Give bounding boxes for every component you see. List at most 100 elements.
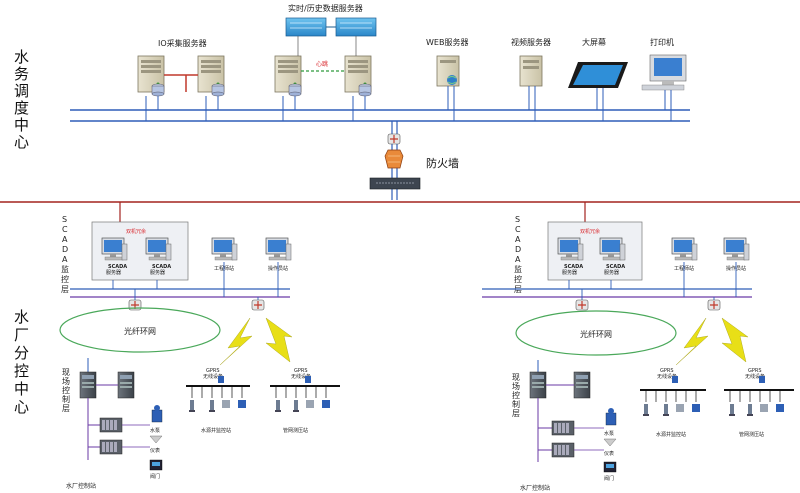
printer-label: 打印机 [650,37,674,47]
gprs-label-4: GPRS [748,368,762,374]
firewall-icon [384,149,404,169]
io-server-icon-1 [137,55,165,97]
svg-text:控: 控 [61,274,69,284]
pipe-station-label: 管网测压站 [283,427,308,434]
pipe-instruments [275,400,330,412]
scada-server-label-3: SCADA [564,264,583,270]
pipe-instruments-right [729,404,784,416]
wireless-bolt-3 [675,317,709,366]
valve-label: 阀门 [150,473,160,480]
pump-icon [151,405,163,423]
plant-station-label-right: 水厂控制站 [520,484,550,492]
svg-text:C: C [62,225,68,234]
field-layer-label-right: 现 场 控 制 层 [512,373,520,418]
well-instruments-right [643,404,700,416]
plant-block-right: S C A D A 监 控 层 双机冗余 SCADA 服务器 SCADA 服务器… [482,215,794,492]
svg-text:场: 场 [512,382,520,391]
field-plc-icon-4 [573,371,591,399]
svg-text:中: 中 [14,380,29,398]
core-router-icon [387,133,401,145]
svg-text:厂: 厂 [14,326,29,344]
gprs-modem-icon-4 [759,376,765,383]
history-server-icon-1 [274,55,302,97]
core-switch-icon [369,177,421,190]
scada-layer-label: S C A D A 监 控 层 [61,215,69,294]
svg-text:分: 分 [14,344,29,362]
scada-layer-label-right: S C A D A 监 控 层 [514,215,522,294]
meter-icon [149,435,163,444]
web-server-label: WEB服务器 [426,37,468,47]
field-plc-icon-1 [79,371,97,399]
ring-router-icon-4 [707,299,721,311]
redundancy-label: 双机冗余 [126,228,146,235]
pump-label-right: 水泵 [604,430,614,437]
svg-text:层: 层 [62,404,70,413]
svg-text:控: 控 [62,385,70,395]
big-screen-label: 大屏幕 [582,37,606,47]
video-server-label: 视频服务器 [511,37,551,47]
ring-router-icon-2 [251,299,265,311]
scada-server-sub-4: 服务器 [604,269,619,276]
scada-server-sub-2: 服务器 [150,269,165,276]
wireless-label-4: 无线设备 [745,373,765,380]
svg-text:现: 现 [62,368,70,377]
scada-server-sub-1: 服务器 [106,269,121,276]
svg-text:现: 现 [512,373,520,382]
fiber-ring-label-right: 光纤环网 [580,329,612,339]
firewall-label: 防火墙 [426,156,459,170]
wireless-label-1: 无线设备 [203,373,223,380]
svg-text:心: 心 [14,398,29,416]
svg-text:水: 水 [14,308,29,326]
io-rack-icon-2 [99,439,123,455]
field-layer-label: 现 场 控 制 层 [62,368,70,413]
svg-text:务: 务 [14,65,29,83]
valve-label-right: 阀门 [604,475,614,482]
engineer-station-icon-right [671,237,698,261]
operator-station-icon-right [723,237,750,261]
printer-icon [641,54,687,91]
gprs-modem-icon-2 [305,376,311,383]
svg-text:S: S [62,215,67,224]
svg-text:调: 调 [14,82,29,100]
io-server-icon-2 [197,55,225,97]
ring-router-icon-3 [575,299,589,311]
valve-icon [149,459,163,471]
gprs-modem-icon-1 [218,376,224,383]
center-vertical-label: 水 务 调 度 中 心 [14,48,29,151]
svg-text:C: C [515,225,521,234]
svg-text:层: 层 [61,285,69,294]
plant-station-label: 水厂控制站 [66,482,96,490]
redundancy-label-right: 双机冗余 [580,228,600,235]
svg-text:控: 控 [14,362,29,380]
io-rack-icon-3 [551,420,575,436]
wireless-label-2: 无线设备 [291,373,311,380]
scada-server-sub-3: 服务器 [562,269,577,276]
gprs-label-1: GPRS [206,368,220,374]
fiber-ring [59,307,221,353]
svg-text:控: 控 [512,390,520,400]
field-plc-icon-3 [529,371,547,399]
scada-server-label-1: SCADA [108,264,127,270]
storage-array-icon [285,17,377,37]
meter-label-right: 仪表 [604,450,614,457]
fiber-ring-label: 光纤环网 [124,326,156,336]
web-server-icon [436,55,460,87]
svg-text:A: A [515,235,521,244]
pump-icon-right [605,408,617,426]
engineer-station-icon [211,237,238,261]
fiber-ring-right [515,310,677,356]
scada-server-label-4: SCADA [606,264,625,270]
wireless-label-3: 无线设备 [657,373,677,380]
wireless-bolt-2 [265,317,293,363]
well-station-label-right: 水源井监控站 [656,431,686,438]
svg-text:监: 监 [514,264,522,274]
svg-text:S: S [515,215,520,224]
gprs-label-2: GPRS [294,368,308,374]
well-instruments [189,400,246,412]
svg-text:D: D [62,245,68,254]
svg-text:D: D [515,245,521,254]
well-station-label: 水源井监控站 [201,427,231,434]
valve-icon-right [603,461,617,473]
heartbeat-label: 心跳 [316,60,328,68]
